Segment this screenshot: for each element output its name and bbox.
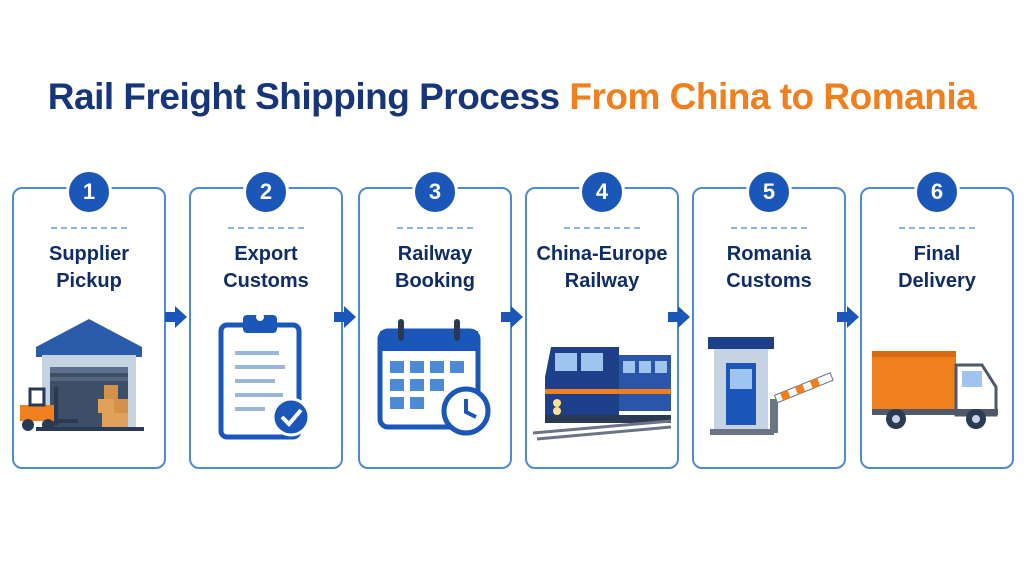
clipboard-check-icon xyxy=(218,313,311,440)
step-label-line2: Railway xyxy=(564,270,640,292)
step-label-line2: Booking xyxy=(395,270,475,292)
step-label: Supplier Pickup xyxy=(18,241,160,295)
step-card-export-customs: 2 Export Customs xyxy=(189,169,343,469)
step-card-china-europe-railway: 4 China-Europe Railway xyxy=(525,169,679,469)
step-label-line2: Pickup xyxy=(56,270,122,292)
warehouse-forklift-icon xyxy=(20,319,144,431)
divider xyxy=(397,227,473,229)
step-card-romania-customs: 5 Romania Customs xyxy=(692,169,846,469)
page-title: Rail Freight Shipping Process From China… xyxy=(0,76,1024,118)
step-number-badge: 5 xyxy=(746,169,792,215)
arrow-right-icon xyxy=(501,306,523,328)
step-label: Railway Booking xyxy=(364,241,506,295)
arrow-right-icon xyxy=(334,306,356,328)
step-label: Romania Customs xyxy=(698,241,840,295)
step-card-railway-booking: 3 Railway Booking xyxy=(358,169,512,469)
step-label: China-Europe Railway xyxy=(531,241,673,295)
divider xyxy=(731,227,807,229)
divider xyxy=(51,227,127,229)
step-label-line2: Customs xyxy=(223,270,309,292)
arrow-right-icon xyxy=(837,306,859,328)
step-number-badge: 6 xyxy=(914,169,960,215)
step-number-badge: 3 xyxy=(412,169,458,215)
step-label-line1: Railway xyxy=(397,243,473,265)
step-number-badge: 1 xyxy=(66,169,112,215)
step-label: Export Customs xyxy=(195,241,337,295)
step-label-line1: Export xyxy=(234,243,298,265)
arrow-right-icon xyxy=(165,306,187,328)
divider xyxy=(564,227,640,229)
step-label-line1: Final xyxy=(913,243,961,265)
step-label-line1: China-Europe xyxy=(536,243,668,265)
step-number-badge: 4 xyxy=(579,169,625,215)
customs-checkpoint-icon xyxy=(708,337,834,435)
delivery-truck-icon xyxy=(872,351,998,429)
divider xyxy=(228,227,304,229)
step-card-supplier-pickup: 1 Supplier Pickup xyxy=(12,169,166,469)
step-label-line2: Delivery xyxy=(898,270,976,292)
step-card-final-delivery: 6 Final Delivery xyxy=(860,169,1014,469)
step-label-line2: Customs xyxy=(726,270,812,292)
step-label: Final Delivery xyxy=(866,241,1008,295)
train-icon xyxy=(532,347,672,441)
title-main: Rail Freight Shipping Process xyxy=(47,76,560,117)
step-number-badge: 2 xyxy=(243,169,289,215)
calendar-clock-icon xyxy=(377,319,491,436)
step-label-line1: Romania xyxy=(726,243,812,265)
arrow-right-icon xyxy=(668,306,690,328)
divider xyxy=(899,227,975,229)
title-highlight: From China to Romania xyxy=(569,76,977,117)
step-label-line1: Supplier xyxy=(48,243,129,265)
